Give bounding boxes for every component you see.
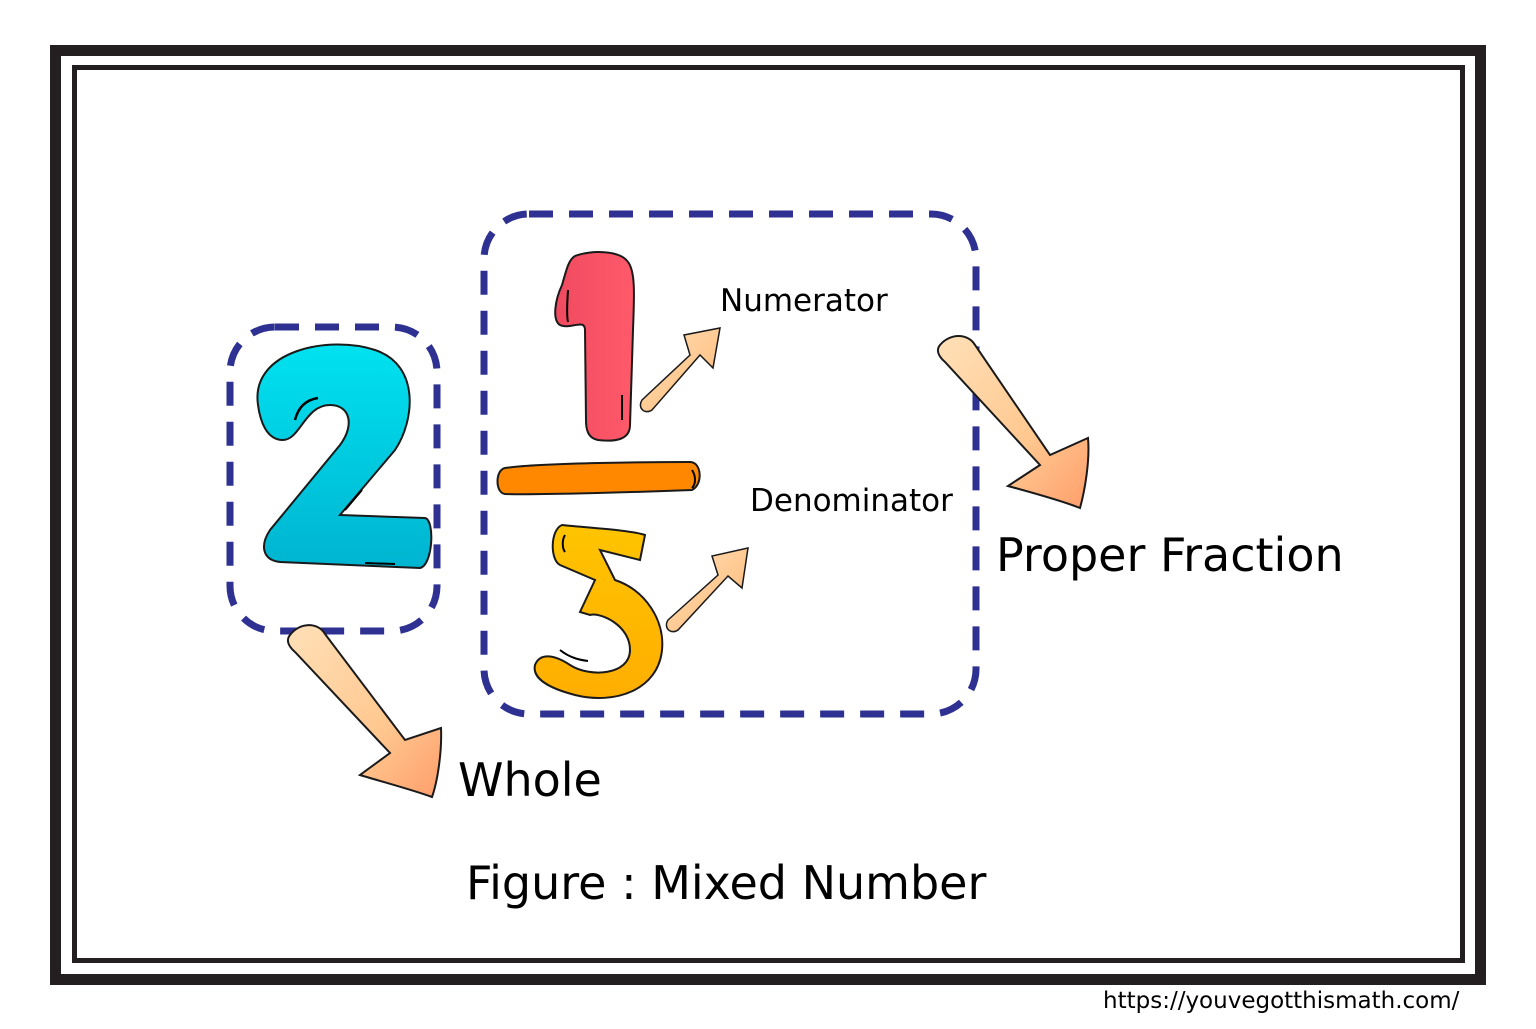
whole-dashed-box	[226, 323, 441, 635]
arrow-to-numerator	[639, 327, 721, 413]
source-url: https://youvegotthismath.com/	[1103, 988, 1460, 1014]
numerator-label: Numerator	[720, 283, 888, 319]
arrow-to-whole	[286, 624, 443, 799]
arrow-to-denominator	[665, 547, 749, 633]
denominator-label: Denominator	[750, 483, 953, 519]
arrow-to-proper-fraction	[936, 335, 1090, 510]
fraction-bar	[496, 460, 701, 496]
whole-digit-2	[256, 343, 433, 570]
denominator-digit-3	[533, 523, 664, 699]
proper-fraction-label: Proper Fraction	[996, 528, 1344, 582]
whole-label: Whole	[458, 753, 602, 807]
fraction-dashed-box	[480, 210, 980, 718]
numerator-digit-1	[554, 251, 635, 442]
figure-caption: Figure : Mixed Number	[466, 856, 987, 910]
